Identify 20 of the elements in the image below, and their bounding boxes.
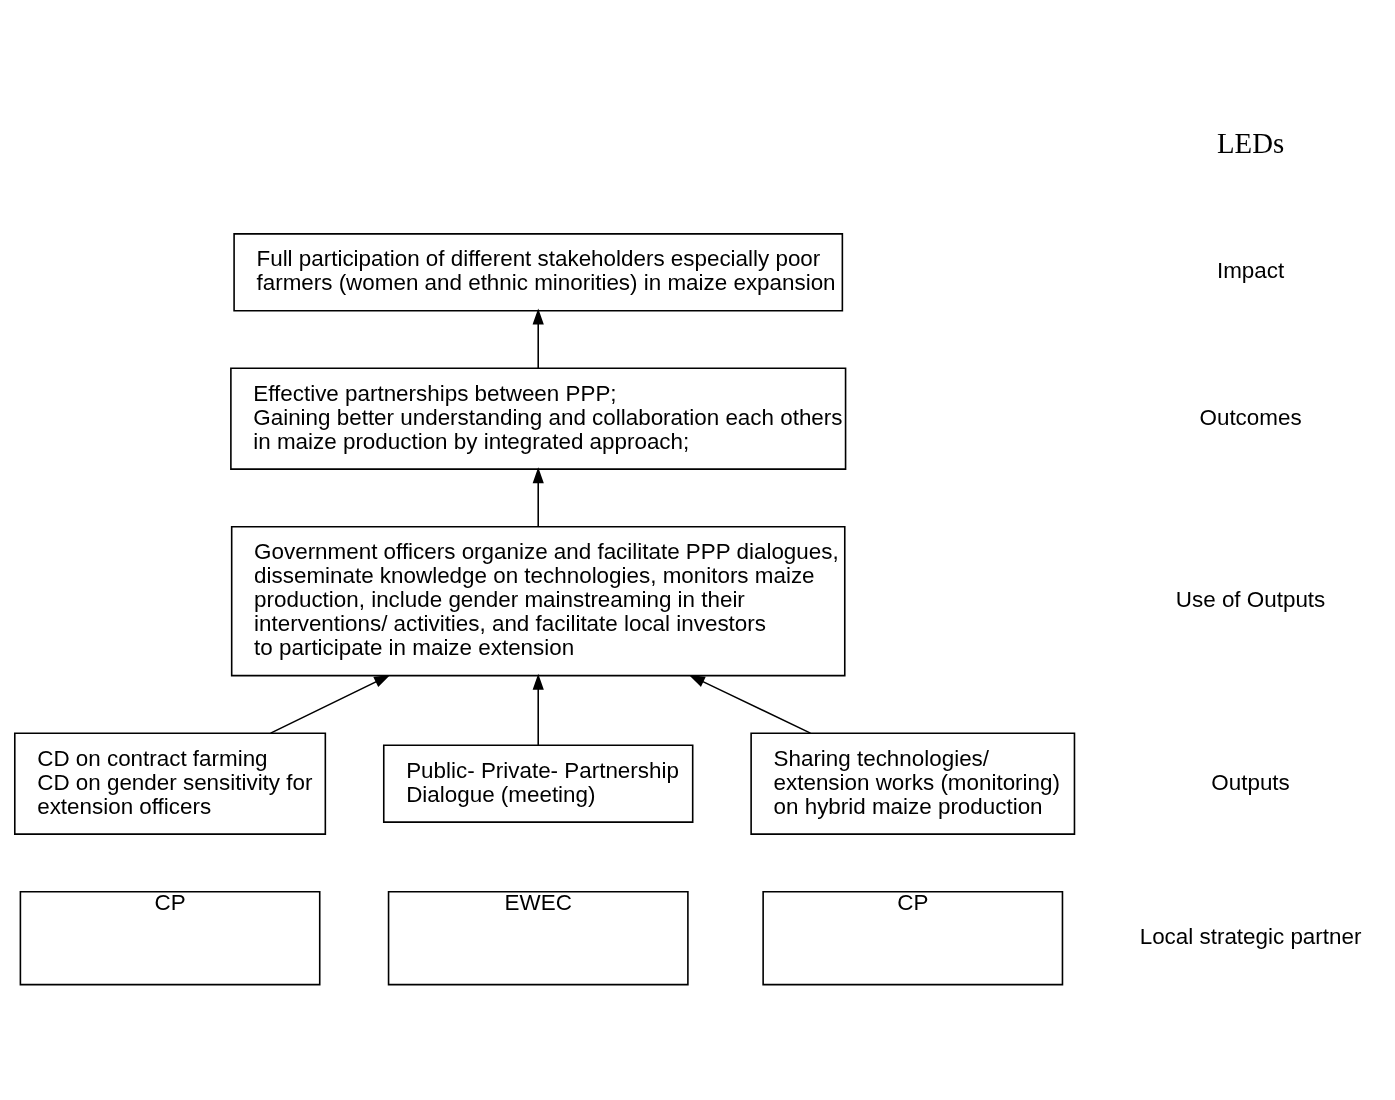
- arrow: [532, 673, 544, 746]
- node-box: Government officers organize and facilitate PPP dialogues, disseminate knowledge on technologies, monitors maize production, include gender mainstreaming in their interventions/ activities, and facilitate local investors to participate in maize extension: [230, 526, 846, 677]
- label: Outcomes: [1199, 404, 1302, 430]
- arrow: [532, 467, 544, 528]
- arrow: [269, 674, 391, 734]
- node-box: CD on contract farming CD on gender sensitivity for extension officers: [14, 732, 327, 835]
- label: Local strategic partner: [1139, 924, 1362, 950]
- node-box: Sharing technologies/ extension works (monitoring) on hybrid maize production: [750, 732, 1076, 835]
- node-box: CP: [762, 890, 1064, 986]
- label: LEDs: [1216, 126, 1285, 159]
- node-box: Public- Private- Partnership Dialogue (meeting): [382, 744, 694, 823]
- node-box: Effective partnerships between PPP; Gaining better understanding and collaboration each others in maize production by integrated approach;: [230, 367, 847, 470]
- label: Outputs: [1211, 769, 1290, 795]
- node-box: Full participation of different stakeholders especially poor farmers (women and ethnic minorities) in maize expansion: [233, 233, 844, 312]
- label: Impact: [1216, 258, 1285, 284]
- node-box: EWEC: [387, 890, 689, 986]
- arrow: [532, 308, 544, 370]
- node-box: CP: [19, 890, 321, 986]
- label: Use of Outputs: [1175, 587, 1326, 613]
- arrow: [688, 674, 812, 734]
